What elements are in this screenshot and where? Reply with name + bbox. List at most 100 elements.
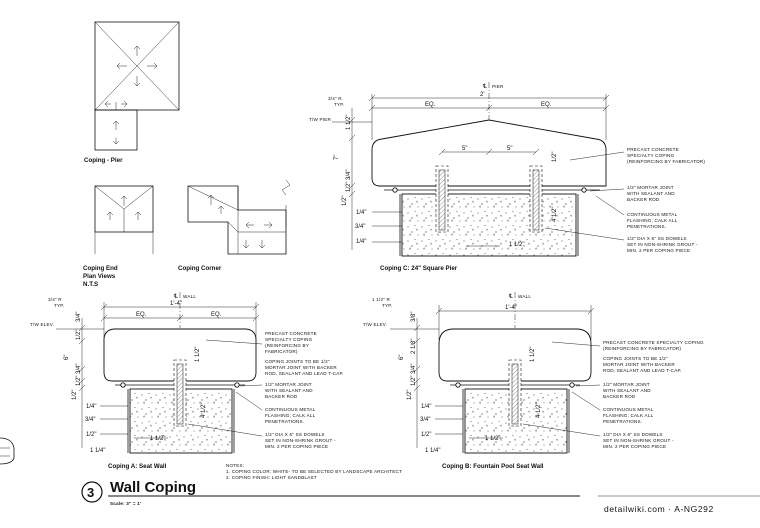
detail-a-callout-1d: FABRICATOR) (265, 349, 298, 354)
detail-a-dim-4: 1/2" (76, 376, 82, 386)
detail-a-callout-2c: ROD, SEALANT AND LEAD T-CAP. (265, 371, 344, 376)
detail-c-dim-side-2: 1/2" (346, 182, 352, 192)
detail-b-title: Coping B: Fountain Pool Seat Wall (442, 463, 544, 470)
detail-a-callout-1b: SPECIALTY COPING (265, 337, 313, 342)
detail-b-callout-3c: BACKER ROD (603, 394, 636, 399)
detail-a-radius-note-1: 3/4" R (48, 297, 62, 302)
detail-c-callout-4c: MIN. 2 PER COPING PIECE (627, 248, 690, 253)
detail-a-bottom-dim-1: 1/2" (72, 390, 78, 400)
detail-a-callout-5c: MIN. 2 PER COPING PIECE (265, 444, 328, 449)
detail-b-tw-label: T/W ELEV. (363, 322, 387, 327)
detail-a-callout-2a: COPING JOINTS TO BE 1/2" (265, 359, 330, 364)
detail-b-bottom-dim-6: 1 1/4" (425, 448, 440, 454)
detail-number-circle (81, 481, 103, 503)
plan-end-label: Coping End (83, 265, 118, 272)
detail-a-seat-wall: ℄ WALL 1'-4" EQ. EQ. 1 1/2" 4 1/2" 3/4" … (30, 292, 344, 470)
detail-a-callout-3a: 1/2" MORTAR JOINT (265, 382, 312, 387)
notes-item-2: 2. COPING FINISH: LIGHT SANDBLAST (226, 475, 317, 480)
detail-a-bottom-dim-5: 1 1/2" (150, 436, 165, 442)
detail-b-callout-1b: (REINFORCING BY FABRICATOR) (603, 346, 681, 351)
notes-item-1: 1. COPING COLOR: WHITE- TO BE SELECTED B… (226, 469, 402, 474)
detail-c-bottom-dim-1: 1/2" (342, 196, 348, 206)
detail-c-bottom-dim-2: 1/4" (356, 210, 366, 216)
detail-c-center-label: PIER (492, 84, 504, 89)
plan-view-corner: Coping Corner (178, 179, 291, 272)
detail-b-bottom-dim-1: 1/2" (407, 390, 413, 400)
notes-block: NOTES: 1. COPING COLOR: WHITE- TO BE SEL… (226, 463, 402, 480)
detail-b-callout-5b: SET IN NON-SHRINK GROUT - (603, 438, 674, 443)
detail-c-callout-1b: SPECIALTY COPING (627, 153, 675, 158)
detail-b-callout-1a: PRECAST CONCRETE SPECIALTY COPING (603, 340, 704, 345)
detail-b-overall-dim: 1'-4" (505, 305, 517, 311)
detail-b-dowel-embed-dim: 4 1/2" (536, 403, 542, 418)
detail-b-callout-4a: CONTINUOUS METAL (603, 407, 654, 412)
detail-b-dowel-top-dim: 1 1/2" (530, 347, 536, 362)
detail-b-callout-4c: PENETRATIONS. (603, 419, 642, 424)
detail-c-tw-label: T/W PIER (309, 117, 331, 122)
title-block: 3 Wall Coping Scale: 3" = 1' detailwiki.… (81, 479, 760, 514)
detail-c-dowel-spacing-left: 5" (462, 146, 467, 152)
detail-a-title: Coping A: Seat Wall (108, 463, 167, 470)
detail-c-callout-1c: (REINFORCING BY FABRICATOR) (627, 159, 705, 164)
detail-b-dim-top: 3/8" (411, 312, 417, 322)
detail-a-bottom-dim-6: 1 1/4" (90, 448, 105, 454)
edge-fragment (0, 437, 15, 465)
svg-text:℄: ℄ (173, 294, 178, 300)
detail-b-center-label: WALL (518, 294, 531, 299)
detail-b-callout-2b: MORTAR JOINT WITH BACKER (603, 362, 675, 367)
detail-b-bottom-dim-3: 3/4" (420, 417, 430, 423)
detail-c-callout-2b: WITH SEALANT AND (627, 191, 675, 196)
detail-b-bottom-dim-5: 1 1/2" (485, 436, 500, 442)
detail-b-radius-note-2: TYP. (382, 303, 392, 308)
detail-number: 3 (87, 485, 94, 500)
detail-a-callout-3c: BACKER ROD (265, 394, 298, 399)
detail-c-bottom-dim-4: 1/4" (356, 239, 366, 245)
detail-c-top-dim: 1 1/2" (346, 115, 352, 130)
detail-c-height-dim: 7" (334, 155, 340, 160)
detail-a-callout-4b: FLASHING; CALK ALL (265, 413, 316, 418)
detail-a-callout-4a: CONTINUOUS METAL (265, 407, 316, 412)
detail-a-eq-right: EQ. (211, 312, 222, 318)
detail-a-dowel-top-dim: 1 1/2" (195, 347, 201, 362)
detail-a-bottom-dim-2: 1/4" (86, 404, 96, 410)
detail-c-callout-4a: 1/2" DIA X 6" SS DOWELS (627, 236, 687, 241)
detail-a-dim-2: 1/2" (76, 330, 82, 340)
plan-view-pier: Coping - Pier (84, 21, 180, 164)
detail-b-callout-2c: ROD, SEALANT AND LEAD T-CAP. (603, 368, 682, 373)
page-title: Wall Coping (110, 479, 196, 496)
detail-c-callout-2c: BACKER ROD (627, 197, 660, 202)
plan-corner-label: Coping Corner (178, 265, 222, 272)
detail-b-dim-4: 1/2" (411, 376, 417, 386)
detail-b-callout-4b: FLASHING; CALK ALL (603, 413, 654, 418)
detail-c-title: Coping C: 24" Square Pier (380, 265, 458, 272)
svg-text:℄: ℄ (508, 294, 513, 300)
detail-a-bottom-dim-3: 3/4" (85, 417, 95, 423)
detail-a-overall-dim: 1'-4" (170, 301, 182, 307)
detail-a-callout-2b: MORTAR JOINT WITH BACKER (265, 365, 337, 370)
detail-a-radius-note-2: TYP. (54, 303, 64, 308)
detail-a-center-label: WALL (183, 294, 196, 299)
detail-b-bottom-dim-2: 1/4" (421, 404, 431, 410)
plan-pier-label: Coping - Pier (84, 157, 123, 164)
detail-b-callout-5c: MIN. 2 PER COPING PIECE (603, 444, 666, 449)
detail-a-callout-5b: SET IN NON-SHRINK GROUT - (265, 438, 336, 443)
detail-a-tw-label: T/W ELEV. (30, 322, 54, 327)
detail-a-bottom-dim-4: 1/2" (86, 432, 96, 438)
detail-c-overall-dim: 2' (480, 92, 484, 98)
detail-c-callout-3c: PENETRATIONS. (627, 224, 666, 229)
detail-b-radius-note-1: 1 1/2" R (372, 297, 391, 302)
detail-c-radius-note-2: TYP. (334, 102, 344, 107)
detail-c-dowel-spacing-right: 5" (507, 146, 512, 152)
notes-heading: NOTES: (226, 463, 244, 468)
detail-b-callout-2a: COPING JOINTS TO BE 1/2" (603, 356, 668, 361)
plan-views-label: Plan Views (83, 273, 116, 280)
detail-b-height-dim: 6" (399, 355, 405, 360)
detail-c-bottom-dim-5: 1 1/2" (509, 242, 524, 248)
detail-b-fountain-wall: ℄ WALL 1'-4" 1 1/2" 4 1/2" 1 1/2" R TYP.… (363, 292, 704, 470)
detail-a-dowel-embed-dim: 4 1/2" (201, 403, 207, 418)
detail-b-callout-3b: WITH SEALANT AND (603, 388, 651, 393)
detail-a-dim-top: 3/4" (76, 312, 82, 322)
detail-a-callout-1a: PRECAST CONCRETE (265, 331, 317, 336)
detail-c-callout-2a: 1/2" MORTAR JOINT (627, 185, 674, 190)
detail-c-eq-left: EQ. (425, 102, 436, 108)
